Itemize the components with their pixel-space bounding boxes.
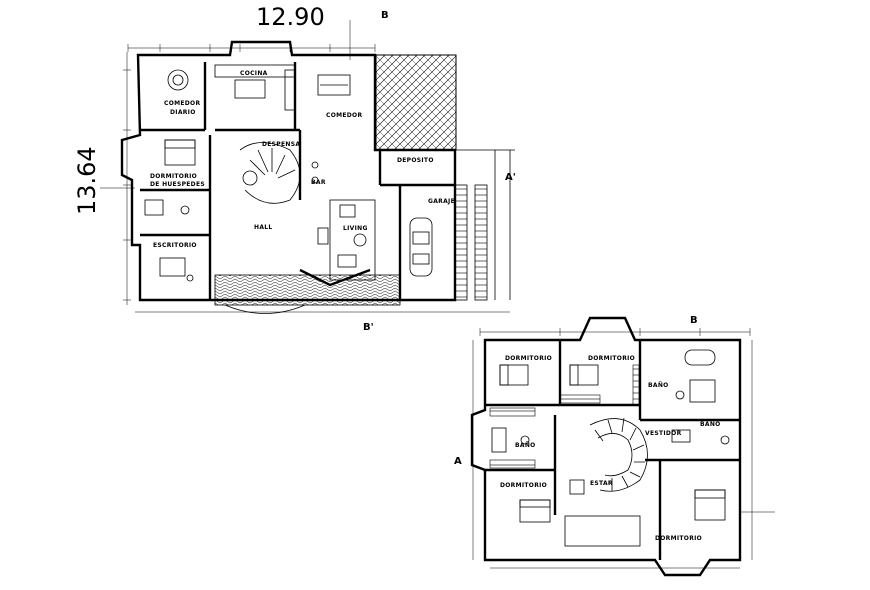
room-label-comedor-diario-1: COMEDOR [164,100,200,107]
room-label-garaje: GARAJE [428,198,455,205]
section-mark-a-upper: A [454,456,462,467]
room-label-living: LIVING [343,225,368,232]
room-label-escritorio: ESCRITORIO [153,242,197,249]
room-label-dormitorio-huespedes-2: DE HUESPEDES [150,181,205,188]
upper-floor-plan: DORMITORIO DORMITORIO BAÑO BAÑO VESTIDOR… [454,315,775,577]
room-label-comedor-diario-2: DIARIO [170,109,196,116]
bed-icon-1 [499,364,529,386]
height-dimension-label: 13.64 [73,146,101,215]
bed-icon-3 [519,499,551,523]
bed-icon-4 [694,489,726,521]
room-label-dormitorio-3: DORMITORIO [500,482,547,489]
room-label-bano-2: BAÑO [700,421,721,428]
dining-table-comedor [317,74,351,96]
section-mark-b-top: B [381,10,389,21]
width-dimension-label: 12.90 [256,3,325,31]
room-label-dormitorio-4: DORMITORIO [655,535,702,542]
room-label-hall: HALL [254,224,273,231]
bed-icon-2 [569,364,599,386]
room-label-vestidor: VESTIDOR [645,430,682,437]
section-mark-a-right: A' [505,172,516,183]
room-label-estar: ESTAR [590,480,613,487]
room-label-dormitorio-2: DORMITORIO [588,355,635,362]
dining-table-diario [167,69,189,91]
room-label-bano-1: BAÑO [648,382,669,389]
room-label-comedor: COMEDOR [326,112,362,119]
room-label-bar: BAR [311,179,326,186]
ground-floor-plan: 12.90 B 13.64 [73,3,516,333]
section-mark-b-bottom: B' [363,322,374,333]
room-label-dormitorio-huespedes-1: DORMITORIO [150,173,197,180]
room-label-cocina: COCINA [240,70,268,77]
room-label-dormitorio-1: DORMITORIO [505,355,552,362]
room-label-deposito: DEPOSITO [397,157,434,164]
room-label-bano-3: BAÑO [515,442,536,449]
section-mark-b-upper: B [690,315,698,326]
car-icon [409,217,433,277]
room-label-despensa: DESPENSA [262,141,300,148]
